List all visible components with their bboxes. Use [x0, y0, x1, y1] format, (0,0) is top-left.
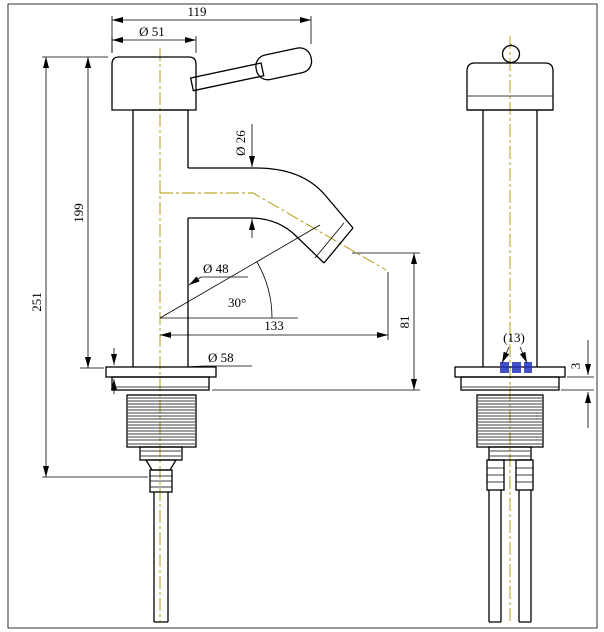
dim-base-diameter-label: Ø 58 [208, 350, 234, 365]
dim-hose-spacing-label: (13) [503, 330, 525, 345]
drawing-frame [7, 3, 598, 629]
dim-height-to-deck: 199 [42, 56, 108, 369]
supply-hoses-front [488, 490, 532, 623]
dim-base-diameter: Ø 58 [111, 348, 252, 394]
hose-connectors-front [486, 459, 534, 491]
dim-spout-diameter: Ø 26 [233, 124, 255, 238]
dim-spout-reach: 133 [160, 272, 389, 340]
threaded-shank [126, 394, 197, 448]
dim-spout-reach-label: 133 [264, 318, 284, 333]
spout-centerline [160, 192, 387, 271]
handle-cap [111, 56, 197, 111]
locknut [139, 446, 183, 471]
handle-lever [189, 47, 313, 92]
dim-handle-diameter: Ø 51 [111, 24, 197, 53]
base-flange [105, 366, 217, 391]
dim-top-width: 119 [111, 4, 312, 52]
left-view [105, 47, 387, 623]
dim-deck-thickness-label: 3 [568, 363, 583, 370]
lever-knob [501, 44, 521, 64]
supply-hose [153, 492, 169, 623]
dim-spout-angle-label: 30° [228, 295, 246, 310]
dim-outlet-height: 81 [212, 252, 420, 391]
dim-spout-angle: 30° [159, 224, 321, 319]
locknut-front [488, 446, 532, 461]
dim-handle-diameter-label: Ø 51 [139, 24, 165, 39]
hose-connector [149, 469, 173, 493]
base-flange-front [454, 366, 566, 391]
dim-hose-spacing: (13) [501, 330, 528, 364]
handle-cap-front [466, 62, 554, 111]
dim-spout-diameter-label: Ø 26 [233, 130, 248, 156]
dim-total-height: 251 [29, 57, 148, 478]
faucet-body-front [467, 109, 553, 367]
dim-top-width-label: 119 [187, 4, 206, 19]
watermark-stamp [500, 362, 532, 373]
faucet-body [132, 109, 189, 367]
dim-deck-thickness: 3 [561, 340, 594, 428]
dimensions: 119 Ø 51 Ø 26 199 251 Ø 48 [29, 4, 594, 478]
dim-body-diameter-label: Ø 48 [203, 261, 229, 276]
dim-outlet-height-label: 81 [397, 316, 412, 329]
right-view [454, 36, 566, 623]
spout [188, 167, 354, 264]
dim-body-diameter: Ø 48 [188, 261, 248, 286]
dim-height-to-deck-label: 199 [71, 203, 86, 223]
dim-total-height-label: 251 [29, 292, 44, 312]
